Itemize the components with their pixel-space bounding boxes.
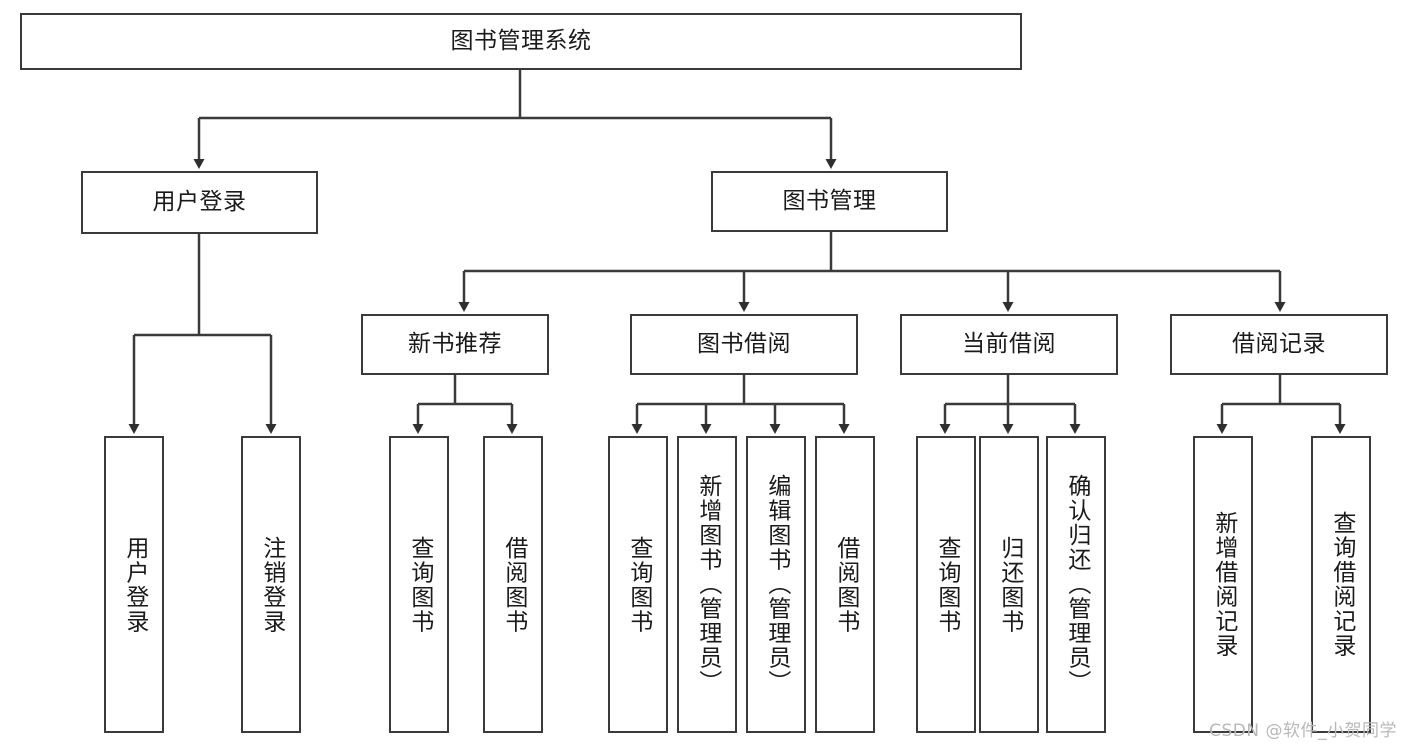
node-label: 借阅图书 — [500, 535, 527, 634]
node-leaf-borrow-book-recommend[interactable]: 借阅图书 — [483, 436, 543, 733]
node-borrow-record[interactable]: 借阅记录 — [1170, 314, 1388, 375]
node-leaf-borrow-book[interactable]: 借阅图书 — [815, 436, 875, 733]
node-label: 用户登录 — [121, 535, 148, 634]
node-label: 图书管理 — [782, 187, 877, 214]
node-leaf-confirm-return-admin[interactable]: 确认归还（管理员） — [1046, 436, 1106, 733]
node-label: 编辑图书（管理员） — [763, 474, 790, 695]
node-user-login[interactable]: 用户登录 — [81, 171, 318, 234]
node-label: 新书推荐 — [408, 330, 502, 357]
node-book-borrow[interactable]: 图书借阅 — [630, 314, 858, 375]
node-leaf-query-book-current[interactable]: 查询图书 — [916, 436, 976, 733]
node-leaf-add-borrow-record[interactable]: 新增借阅记录 — [1193, 436, 1253, 733]
node-label: 注销登录 — [258, 535, 285, 634]
node-book-management[interactable]: 图书管理 — [711, 171, 948, 232]
node-label: 查询图书 — [933, 535, 960, 634]
node-label: 借阅图书 — [832, 535, 859, 634]
node-root-system[interactable]: 图书管理系统 — [20, 13, 1022, 70]
node-new-book-recommend[interactable]: 新书推荐 — [361, 314, 549, 375]
node-leaf-return-book[interactable]: 归还图书 — [979, 436, 1039, 733]
node-label: 图书借阅 — [697, 330, 791, 357]
node-label: 查询图书 — [406, 535, 433, 634]
node-label: 借阅记录 — [1232, 330, 1326, 357]
node-leaf-logout[interactable]: 注销登录 — [241, 436, 301, 733]
node-label: 图书管理系统 — [450, 27, 592, 54]
node-leaf-edit-book-admin[interactable]: 编辑图书（管理员） — [746, 436, 806, 733]
node-label: 当前借阅 — [962, 330, 1056, 357]
node-label: 归还图书 — [996, 535, 1023, 634]
node-current-borrow[interactable]: 当前借阅 — [900, 314, 1118, 375]
node-leaf-add-book-admin[interactable]: 新增图书（管理员） — [677, 436, 737, 733]
node-label: 查询图书 — [625, 535, 652, 634]
node-leaf-query-book-recommend[interactable]: 查询图书 — [389, 436, 449, 733]
node-label: 确认归还（管理员） — [1063, 474, 1090, 695]
watermark: CSDN @软件_小贺同学 — [1209, 721, 1397, 741]
node-label: 新增图书（管理员） — [694, 474, 721, 695]
node-label: 用户登录 — [152, 188, 247, 215]
node-leaf-query-borrow-record[interactable]: 查询借阅记录 — [1311, 436, 1371, 733]
node-label: 查询借阅记录 — [1328, 511, 1355, 658]
node-leaf-user-login[interactable]: 用户登录 — [104, 436, 164, 733]
node-leaf-query-book-borrow[interactable]: 查询图书 — [608, 436, 668, 733]
node-label: 新增借阅记录 — [1210, 511, 1237, 658]
